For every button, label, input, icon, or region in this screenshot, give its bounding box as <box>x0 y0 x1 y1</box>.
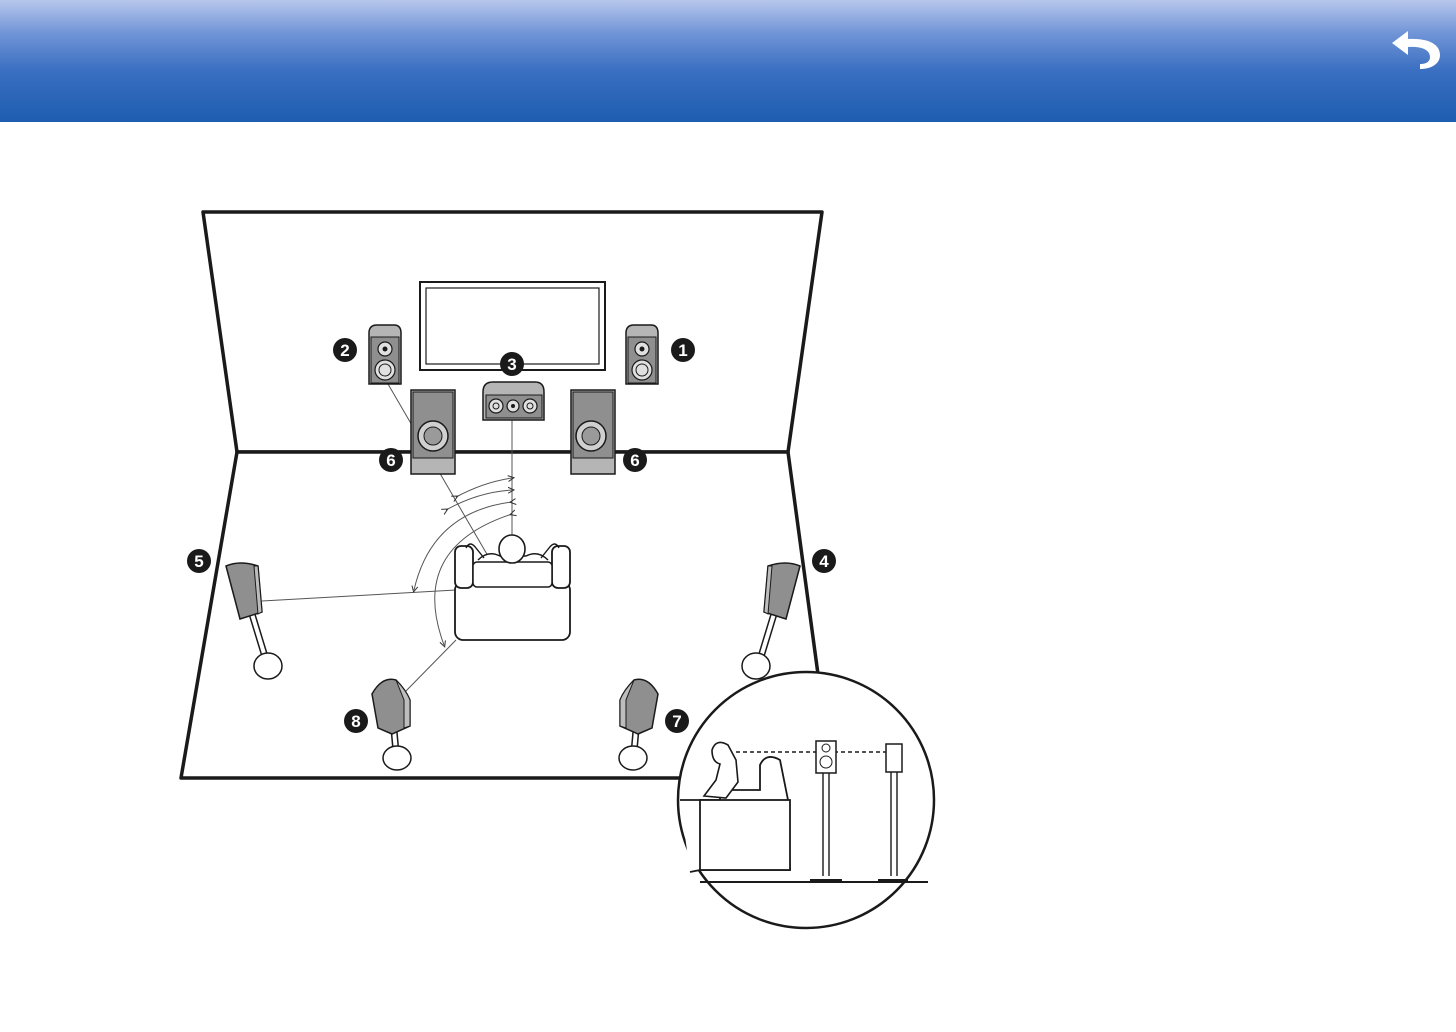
svg-text:5: 5 <box>194 552 203 571</box>
center-speaker <box>483 382 544 420</box>
subwoofer-right <box>571 390 615 474</box>
subwoofer-left <box>411 390 455 474</box>
svg-text:6: 6 <box>386 451 395 470</box>
svg-text:2: 2 <box>340 341 349 360</box>
badge-surround-right: 4 <box>812 549 836 573</box>
badge-surround-back-left: 8 <box>344 709 368 733</box>
front-right-speaker <box>626 325 658 384</box>
badge-front-left: 2 <box>333 338 357 362</box>
badge-subwoofer-left: 6 <box>379 448 403 472</box>
svg-text:7: 7 <box>672 712 681 731</box>
svg-text:6: 6 <box>630 451 639 470</box>
front-left-speaker <box>369 325 401 384</box>
badge-subwoofer-right: 6 <box>623 448 647 472</box>
svg-text:4: 4 <box>819 552 829 571</box>
svg-text:3: 3 <box>507 355 516 374</box>
svg-text:1: 1 <box>678 341 687 360</box>
svg-text:8: 8 <box>351 712 360 731</box>
height-detail-inset <box>678 672 934 928</box>
listener-sofa <box>455 535 570 640</box>
badge-center: 3 <box>500 352 524 376</box>
badge-surround-back-right: 7 <box>665 709 689 733</box>
badge-surround-left: 5 <box>187 549 211 573</box>
badge-front-right: 1 <box>671 338 695 362</box>
